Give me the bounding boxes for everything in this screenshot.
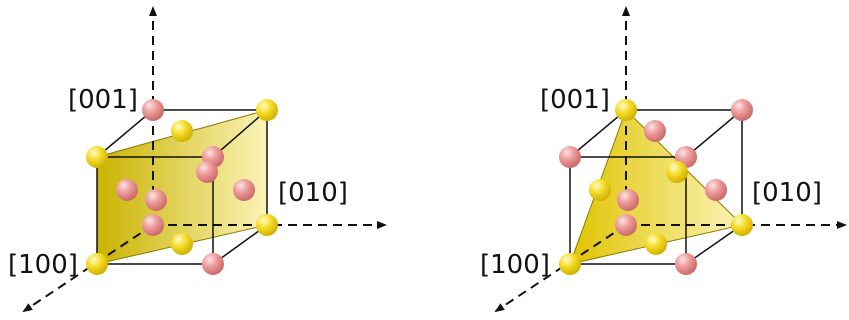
label-100: [100] bbox=[8, 250, 78, 280]
atom bbox=[675, 253, 697, 275]
atom bbox=[202, 253, 224, 275]
atoms-left bbox=[86, 99, 278, 275]
label-100: [100] bbox=[480, 250, 550, 280]
label-001: [001] bbox=[68, 85, 138, 115]
atom bbox=[589, 179, 611, 201]
atom bbox=[142, 214, 164, 236]
atom bbox=[559, 146, 581, 168]
label-010: [010] bbox=[752, 178, 822, 208]
atom bbox=[196, 161, 218, 183]
atom bbox=[615, 99, 637, 121]
atom bbox=[617, 189, 639, 211]
atom bbox=[145, 189, 167, 211]
atom bbox=[171, 120, 193, 142]
atom bbox=[256, 214, 278, 236]
atom bbox=[171, 233, 193, 255]
atom bbox=[86, 146, 108, 168]
atom bbox=[645, 233, 667, 255]
atoms-right bbox=[559, 99, 753, 275]
atom bbox=[615, 214, 637, 236]
atom bbox=[644, 120, 666, 142]
atom bbox=[559, 253, 581, 275]
atom bbox=[705, 179, 727, 201]
label-010: [010] bbox=[278, 178, 348, 208]
atom bbox=[142, 99, 164, 121]
atom bbox=[86, 253, 108, 275]
atom bbox=[256, 99, 278, 121]
atom bbox=[233, 179, 255, 201]
atom bbox=[116, 179, 138, 201]
panel-right: [001] [010] [100] bbox=[480, 6, 847, 313]
panel-left: [001] [010] [100] bbox=[8, 6, 387, 313]
atom bbox=[731, 214, 753, 236]
cube-edges-left bbox=[96, 109, 268, 265]
atom bbox=[666, 161, 688, 183]
atom bbox=[731, 99, 753, 121]
label-001: [001] bbox=[540, 85, 610, 115]
